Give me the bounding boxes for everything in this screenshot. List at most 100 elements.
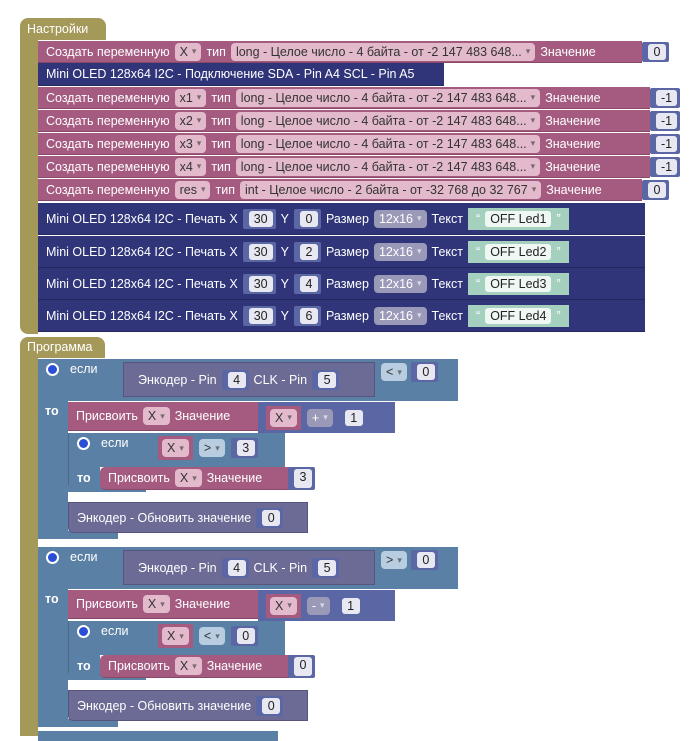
variable-name-dropdown[interactable]: X xyxy=(174,42,202,61)
compare-value-input[interactable]: 0 xyxy=(410,362,438,382)
number-input[interactable]: 0 xyxy=(288,655,315,678)
assign-block[interactable]: ПрисвоитьXЗначение xyxy=(68,402,260,431)
assign-block[interactable]: ПрисвоитьXЗначение xyxy=(68,590,260,619)
compare-dropdown[interactable]: > xyxy=(198,439,225,457)
variable-get-block[interactable]: X xyxy=(266,405,301,430)
create-variable-block[interactable]: Создать переменнуюXтипlong - Целое число… xyxy=(38,41,642,63)
x-input[interactable]: 30 xyxy=(242,273,276,294)
variable-type-dropdown[interactable]: long - Целое число - 4 байта - от -2 147… xyxy=(235,157,541,176)
variable-get-block[interactable]: X xyxy=(266,593,301,618)
create-variable-block[interactable]: Создать переменнуюx2типlong - Целое числ… xyxy=(38,110,650,132)
variable-dropdown[interactable]: X xyxy=(142,595,170,613)
compare-value-input[interactable]: 0 xyxy=(410,550,438,570)
text-block[interactable]: “OFF Led3” xyxy=(468,272,569,295)
y-input[interactable]: 6 xyxy=(293,305,321,326)
y-input[interactable]: 0 xyxy=(293,208,321,229)
inner-condition[interactable]: X <0 xyxy=(150,624,258,648)
text-input[interactable]: OFF Led1 xyxy=(485,210,552,227)
variable-dropdown[interactable]: X xyxy=(162,627,189,645)
compare-operator[interactable]: <0 xyxy=(375,362,438,382)
variable-dropdown[interactable]: X xyxy=(270,408,297,427)
size-dropdown[interactable]: 12x16 xyxy=(373,306,427,325)
setup-block-header[interactable]: Настройки xyxy=(20,18,106,40)
number-input[interactable]: -1 xyxy=(650,88,681,108)
compare-dropdown[interactable]: < xyxy=(381,363,407,381)
inner-condition[interactable]: X >3 xyxy=(150,436,258,460)
gear-icon[interactable] xyxy=(77,625,90,638)
pin-input[interactable]: 4 xyxy=(221,369,249,390)
number-input[interactable]: -1 xyxy=(650,157,681,177)
compare-dropdown[interactable]: > xyxy=(381,551,407,569)
clk-pin-input[interactable]: 5 xyxy=(312,369,340,390)
x-input[interactable]: 30 xyxy=(242,208,276,229)
variable-get-block[interactable]: X xyxy=(158,436,193,460)
variable-dropdown[interactable]: X xyxy=(174,469,202,487)
variable-name-dropdown[interactable]: x1 xyxy=(174,88,207,107)
math-operator-dropdown[interactable]: - xyxy=(306,596,330,615)
variable-get-block[interactable]: X xyxy=(158,624,193,648)
variable-value[interactable]: -1 xyxy=(650,157,681,177)
text-input[interactable]: OFF Led2 xyxy=(485,243,552,260)
text-input[interactable]: OFF Led4 xyxy=(485,307,552,324)
assign-block[interactable]: ПрисвоитьXЗначение xyxy=(100,655,290,678)
y-input[interactable]: 2 xyxy=(293,241,321,262)
assign-value[interactable]: 0 xyxy=(288,655,315,678)
x-input[interactable]: 30 xyxy=(242,305,276,326)
variable-name-dropdown[interactable]: res xyxy=(174,180,211,199)
pin-input[interactable]: 4 xyxy=(221,557,249,578)
number-input[interactable]: -1 xyxy=(650,134,681,154)
math-block[interactable]: X-1 xyxy=(258,590,395,621)
variable-name-dropdown[interactable]: x3 xyxy=(174,134,207,153)
gear-icon[interactable] xyxy=(77,437,90,450)
number-input[interactable]: 3 xyxy=(288,467,315,490)
compare-dropdown[interactable]: < xyxy=(198,627,225,645)
variable-type-dropdown[interactable]: long - Целое число - 4 байта - от -2 147… xyxy=(230,42,536,61)
size-dropdown[interactable]: 12x16 xyxy=(373,242,427,261)
y-input[interactable]: 4 xyxy=(293,273,321,294)
variable-name-dropdown[interactable]: x4 xyxy=(174,157,207,176)
variable-dropdown[interactable]: X xyxy=(162,439,189,457)
math-operator-dropdown[interactable]: + xyxy=(306,408,333,427)
number-input[interactable]: 0 xyxy=(642,42,669,62)
size-dropdown[interactable]: 12x16 xyxy=(373,209,427,228)
clk-pin-input[interactable]: 5 xyxy=(312,557,340,578)
variable-type-dropdown[interactable]: long - Целое число - 4 байта - от -2 147… xyxy=(235,111,541,130)
assign-value[interactable]: 3 xyxy=(288,467,315,490)
text-input[interactable]: OFF Led3 xyxy=(485,275,552,292)
math-value-input[interactable]: 1 xyxy=(335,595,363,616)
create-variable-block[interactable]: Создать переменнуюx1типlong - Целое числ… xyxy=(38,87,650,109)
x-input[interactable]: 30 xyxy=(242,241,276,262)
variable-type-dropdown[interactable]: long - Целое число - 4 байта - от -2 147… xyxy=(235,88,541,107)
size-dropdown[interactable]: 12x16 xyxy=(373,274,427,293)
gear-icon[interactable] xyxy=(46,551,59,564)
variable-value[interactable]: 0 xyxy=(642,180,669,200)
create-variable-block[interactable]: Создать переменнуюresтипint - Целое числ… xyxy=(38,179,642,201)
create-variable-block[interactable]: Создать переменнуюx3типlong - Целое числ… xyxy=(38,133,650,155)
variable-type-dropdown[interactable]: long - Целое число - 4 байта - от -2 147… xyxy=(235,134,541,153)
text-block[interactable]: “OFF Led4” xyxy=(468,304,569,327)
variable-dropdown[interactable]: X xyxy=(270,596,297,615)
number-input[interactable]: -1 xyxy=(650,111,681,131)
compare-value-input[interactable]: 0 xyxy=(230,626,258,646)
assign-block[interactable]: ПрисвоитьXЗначение xyxy=(100,467,290,490)
program-block-header[interactable]: Программа xyxy=(20,337,105,358)
compare-operator[interactable]: >0 xyxy=(375,550,438,570)
variable-dropdown[interactable]: X xyxy=(174,657,202,675)
variable-name-dropdown[interactable]: x2 xyxy=(174,111,207,130)
oled-connect-block[interactable]: Mini OLED 128x64 I2C - Подключение SDA -… xyxy=(38,63,444,86)
text-block[interactable]: “OFF Led1” xyxy=(468,207,569,230)
variable-dropdown[interactable]: X xyxy=(142,407,170,425)
text-block[interactable]: “OFF Led2” xyxy=(468,240,569,263)
math-block[interactable]: X +1 xyxy=(258,402,395,433)
compare-value-input[interactable]: 3 xyxy=(230,438,258,458)
math-value-input[interactable]: 1 xyxy=(338,407,366,428)
number-input[interactable]: 0 xyxy=(256,695,284,716)
